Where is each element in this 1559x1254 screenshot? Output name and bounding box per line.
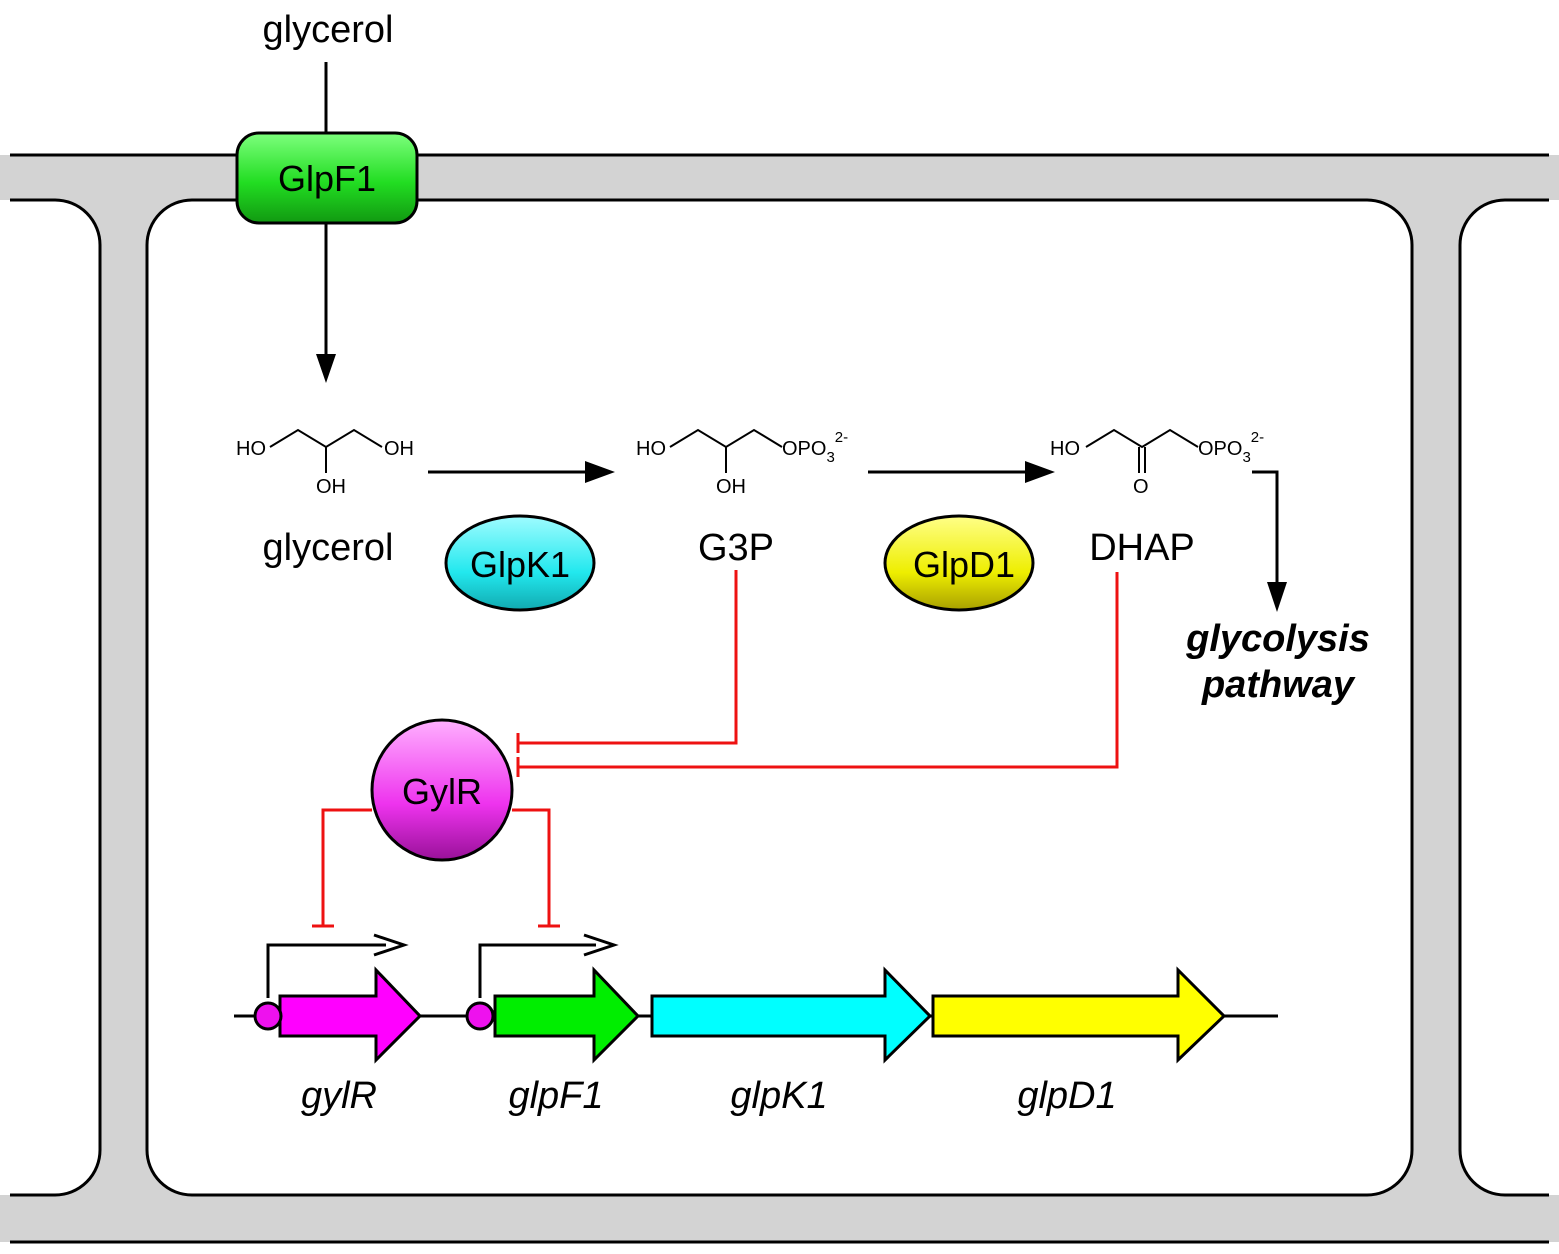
- glycolysis-arrowhead: [1267, 582, 1287, 612]
- gene-label-glpf1: glpF1: [508, 1075, 603, 1117]
- svg-text:O: O: [1133, 476, 1149, 498]
- operator-gylr: [253, 1001, 283, 1031]
- cell-boundary: [145, 198, 1414, 1197]
- glycerol-structure: HO OH OH: [236, 428, 414, 498]
- dhap-structure: HO OPO32- O: [1050, 428, 1264, 498]
- promoter-arrow-gylr: [266, 933, 409, 998]
- glycolysis-label-line2: pathway: [1201, 664, 1356, 706]
- gene-label-gylr: gylR: [301, 1075, 377, 1117]
- gene-label-glpk1: glpK1: [730, 1075, 827, 1117]
- glycolysis-arrow: [1252, 470, 1279, 584]
- svg-text:GlpD1: GlpD1: [913, 544, 1015, 585]
- gene-glpf1-arrow: [493, 966, 641, 1064]
- g3p-structure: HO OPO32- OH: [636, 428, 848, 498]
- svg-text:GlpF1: GlpF1: [278, 158, 376, 199]
- svg-text:HO: HO: [236, 438, 266, 460]
- glpd1-enzyme: GlpD1: [883, 514, 1035, 612]
- svg-text:GylR: GylR: [402, 771, 482, 812]
- glpk1-enzyme: GlpK1: [444, 514, 596, 612]
- glycolysis-label-line1: glycolysis: [1185, 618, 1370, 660]
- g3p-name: G3P: [698, 527, 774, 569]
- cell-membrane: [0, 153, 1559, 1254]
- svg-text:OH: OH: [316, 476, 346, 498]
- gylr-repression-left: [312, 808, 372, 928]
- dhap-name: DHAP: [1089, 527, 1195, 569]
- g3p-inhibition: [516, 570, 738, 753]
- import-arrowhead: [316, 354, 336, 383]
- promoter-arrow-glpf1: [478, 933, 619, 998]
- svg-text:HO: HO: [1050, 438, 1080, 460]
- svg-text:OH: OH: [384, 438, 414, 460]
- reaction-arrowhead-2: [1025, 461, 1055, 483]
- svg-text:HO: HO: [636, 438, 666, 460]
- svg-text:GlpK1: GlpK1: [470, 544, 570, 585]
- gylr-repression-right: [512, 808, 560, 928]
- dhap-inhibition: [516, 572, 1119, 777]
- gylr-regulator: GylR: [370, 718, 514, 862]
- gene-gylr-arrow: [278, 966, 423, 1064]
- glycerol-name: glycerol: [263, 527, 394, 569]
- glpf1-transporter: GlpF1: [235, 131, 419, 225]
- gene-glpk1-arrow: [650, 966, 933, 1064]
- svg-text:OPO32-: OPO32-: [1198, 429, 1264, 466]
- svg-text:OPO32-: OPO32-: [782, 429, 848, 466]
- gene-label-glpd1: glpD1: [1017, 1075, 1116, 1117]
- operator-glpf1: [465, 1001, 495, 1031]
- external-glycerol-label: glycerol: [263, 9, 394, 51]
- reaction-arrowhead-1: [585, 461, 615, 483]
- svg-text:OH: OH: [716, 476, 746, 498]
- gene-glpd1-arrow: [931, 966, 1227, 1064]
